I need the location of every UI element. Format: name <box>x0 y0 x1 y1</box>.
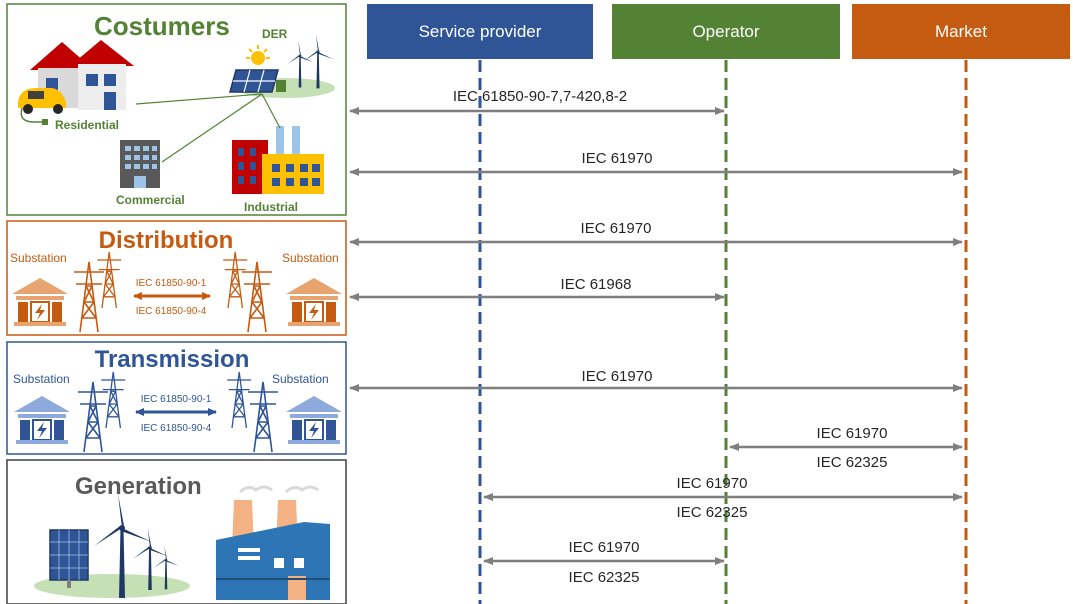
distribution-substation-left-label: Substation <box>10 251 67 265</box>
arrow-transmission-market: IEC 61970 <box>349 368 963 392</box>
actor-label-operator: Operator <box>692 22 759 41</box>
arrow-label-customers-market: IEC 61970 <box>582 150 653 167</box>
arrow-label-operator-market-bottom: IEC 62325 <box>817 454 888 471</box>
distribution-title: Distribution <box>99 227 234 254</box>
der-solar-wind-icon <box>229 34 335 98</box>
generation-solar-wind-icon <box>34 494 190 598</box>
der-label: DER <box>262 27 288 41</box>
actor-label-market: Market <box>935 22 987 41</box>
distribution-substation-right-label: Substation <box>282 251 339 265</box>
industrial-der-connection <box>261 93 281 129</box>
arrow-label-transmission-market: IEC 61970 <box>582 368 653 385</box>
arrow-distribution-operator: IEC 61968 <box>349 276 725 301</box>
arrow-customers-operator: IEC 61850-90-7,7-420,8-2 <box>349 88 725 115</box>
transmission-link-top-label: IEC 61850-90-1 <box>141 394 212 405</box>
arrow-label-service-provider-operator-bottom: IEC 62325 <box>569 569 640 586</box>
arrow-label-service-provider-operator-top: IEC 61970 <box>569 539 640 556</box>
actor-label-service-provider: Service provider <box>419 22 542 41</box>
arrow-label-service-provider-market-bottom: IEC 62325 <box>677 504 748 521</box>
commercial-building-icon <box>120 140 160 188</box>
generation-power-plant-icon <box>216 485 330 600</box>
actor-header-service-provider: Service provider <box>367 4 593 59</box>
transmission-substation-right-label: Substation <box>272 372 329 386</box>
customers-panel: Costumers Residential DER <box>6 3 347 216</box>
residential-der-connection <box>135 93 263 105</box>
arrow-service-provider-market: IEC 61970 IEC 62325 <box>483 475 963 521</box>
arrow-label-distribution-operator: IEC 61968 <box>561 276 632 293</box>
arrow-customers-market: IEC 61970 <box>349 150 963 176</box>
arrow-distribution-market: IEC 61970 <box>349 220 963 246</box>
actor-header-operator: Operator <box>612 4 840 59</box>
residential-label: Residential <box>55 118 119 132</box>
arrow-label-customers-operator: IEC 61850-90-7,7-420,8-2 <box>453 88 627 105</box>
arrow-label-distribution-market: IEC 61970 <box>581 220 652 237</box>
transmission-title: Transmission <box>95 346 250 373</box>
commercial-label: Commercial <box>116 193 185 207</box>
transmission-link-bottom-label: IEC 61850-90-4 <box>141 423 212 434</box>
distribution-link-bottom-label: IEC 61850-90-4 <box>136 306 207 317</box>
distribution-panel: Distribution Substation Substation IEC 6… <box>6 220 347 336</box>
interface-arrows: IEC 61850-90-7,7-420,8-2 IEC 61970 IEC 6… <box>349 88 963 586</box>
arrow-service-provider-operator: IEC 61970 IEC 62325 <box>483 539 725 586</box>
transmission-panel: Transmission Substation Substation IEC 6… <box>6 341 347 455</box>
generation-panel: Generation <box>6 459 347 604</box>
electric-car-icon <box>18 88 66 125</box>
arrow-label-service-provider-market-top: IEC 61970 <box>677 475 748 492</box>
arrow-label-operator-market-top: IEC 61970 <box>817 425 888 442</box>
commercial-der-connection <box>161 93 263 163</box>
actor-header-market: Market <box>852 4 1070 59</box>
distribution-link-top-label: IEC 61850-90-1 <box>136 278 207 289</box>
transmission-substation-left-label: Substation <box>13 372 70 386</box>
industrial-factory-icon <box>232 126 324 194</box>
customers-title: Costumers <box>94 11 230 41</box>
arrow-operator-market: IEC 61970 IEC 62325 <box>729 425 963 471</box>
generation-title: Generation <box>75 473 202 500</box>
industrial-label: Industrial <box>244 200 298 214</box>
